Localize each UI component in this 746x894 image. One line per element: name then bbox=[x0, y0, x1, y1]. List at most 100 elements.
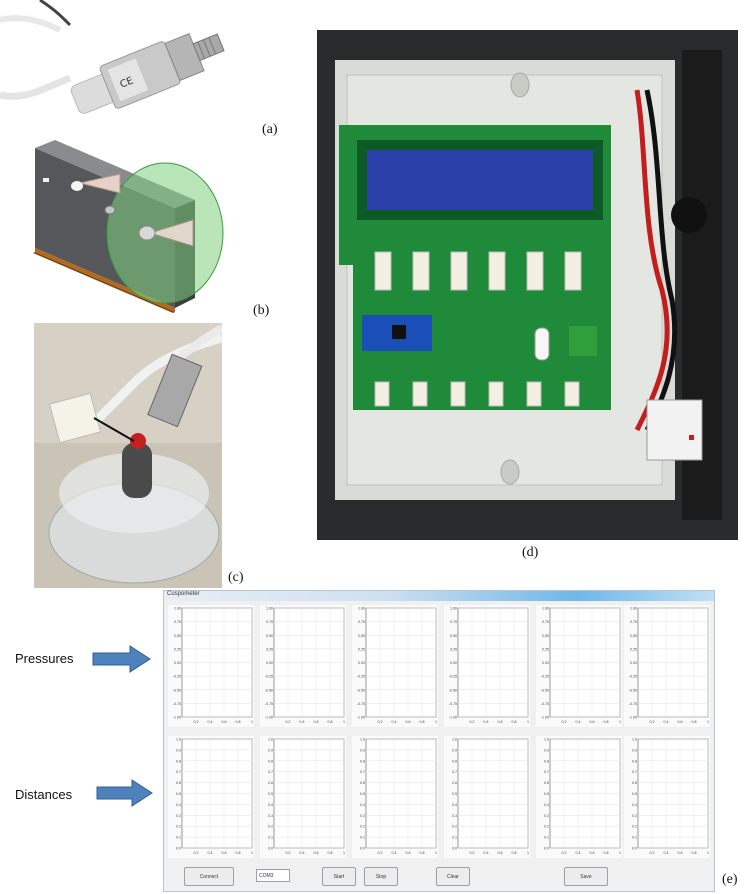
save-button[interactable]: Save bbox=[564, 867, 608, 886]
y-tick-label: -0.75 bbox=[629, 702, 637, 706]
x-tick-label: 0.8 bbox=[512, 720, 517, 724]
y-tick-label: 0.2 bbox=[360, 825, 365, 829]
y-tick-label: 0.8 bbox=[544, 759, 549, 763]
y-tick-label: 0.3 bbox=[360, 814, 365, 818]
y-tick-label: 1.0 bbox=[176, 738, 181, 742]
x-tick-label: 1 bbox=[527, 720, 529, 724]
y-tick-label: 0.8 bbox=[176, 759, 181, 763]
x-tick-label: 0.4 bbox=[484, 720, 489, 724]
y-tick-label: -0.50 bbox=[173, 688, 181, 692]
clear-button[interactable]: Clear bbox=[436, 867, 470, 886]
x-tick-label: 0.8 bbox=[512, 851, 517, 855]
x-tick-label: 0.8 bbox=[328, 720, 333, 724]
y-tick-label: 0.2 bbox=[452, 825, 457, 829]
x-tick-label: 0.8 bbox=[328, 851, 333, 855]
y-tick-label: -1.00 bbox=[173, 716, 181, 720]
x-tick-label: 0.6 bbox=[590, 851, 595, 855]
y-tick-label: -0.75 bbox=[357, 702, 365, 706]
y-tick-label: 1.00 bbox=[358, 607, 365, 611]
x-tick-label: 0.4 bbox=[300, 851, 305, 855]
x-tick-label: 1 bbox=[619, 851, 621, 855]
y-tick-label: 1.0 bbox=[632, 738, 637, 742]
x-tick-label: 0.2 bbox=[286, 720, 291, 724]
y-tick-label: -0.25 bbox=[541, 675, 549, 679]
y-tick-label: 1.00 bbox=[174, 607, 181, 611]
pressure-plot-2: 1.000.750.500.250.00-0.25-0.50-0.75-1.00… bbox=[260, 605, 346, 727]
y-tick-label: 0.5 bbox=[360, 792, 365, 796]
x-tick-label: 0.4 bbox=[664, 851, 669, 855]
x-tick-label: 0.4 bbox=[392, 851, 397, 855]
y-tick-label: 0.9 bbox=[268, 748, 273, 752]
y-tick-label: 0.4 bbox=[176, 803, 181, 807]
x-tick-label: 0.6 bbox=[406, 720, 411, 724]
panel-label-e: (e) bbox=[722, 872, 738, 887]
y-tick-label: -0.75 bbox=[541, 702, 549, 706]
y-tick-label: 0.75 bbox=[266, 620, 273, 624]
y-tick-label: 0.6 bbox=[544, 781, 549, 785]
x-tick-label: 0.8 bbox=[420, 851, 425, 855]
y-tick-label: 0.25 bbox=[450, 647, 457, 651]
port-select[interactable]: COM3 bbox=[256, 869, 290, 882]
y-tick-label: 0.1 bbox=[176, 836, 181, 840]
x-tick-label: 0.2 bbox=[286, 851, 291, 855]
y-tick-label: 0.75 bbox=[174, 620, 181, 624]
x-tick-label: 0.2 bbox=[470, 720, 475, 724]
y-tick-label: 0.3 bbox=[544, 814, 549, 818]
y-tick-label: -0.50 bbox=[357, 688, 365, 692]
y-tick-label: 0.2 bbox=[544, 825, 549, 829]
x-tick-label: 1 bbox=[435, 851, 437, 855]
electronics-enclosure-photo bbox=[317, 30, 738, 540]
y-tick-label: 0.75 bbox=[358, 620, 365, 624]
x-tick-label: 0.2 bbox=[562, 851, 567, 855]
x-tick-label: 0.2 bbox=[378, 720, 383, 724]
y-tick-label: 0.5 bbox=[268, 792, 273, 796]
y-tick-label: 0.2 bbox=[632, 825, 637, 829]
x-tick-label: 0.4 bbox=[484, 851, 489, 855]
suction-cup-photo bbox=[34, 323, 222, 588]
y-tick-label: 0.3 bbox=[452, 814, 457, 818]
y-tick-label: 0.00 bbox=[542, 661, 549, 665]
x-tick-label: 0.2 bbox=[470, 851, 475, 855]
y-tick-label: 0.1 bbox=[452, 836, 457, 840]
y-tick-label: 0.1 bbox=[268, 836, 273, 840]
y-tick-label: 0.1 bbox=[360, 836, 365, 840]
y-tick-label: -0.50 bbox=[265, 688, 273, 692]
connect-button[interactable]: Connect bbox=[184, 867, 234, 886]
y-tick-label: 0.25 bbox=[542, 647, 549, 651]
pressure-sensor-photo: CE bbox=[0, 0, 245, 140]
pressure-plot-4: 1.000.750.500.250.00-0.25-0.50-0.75-1.00… bbox=[444, 605, 530, 727]
y-tick-label: 0.5 bbox=[452, 792, 457, 796]
y-tick-label: 0.4 bbox=[360, 803, 365, 807]
x-tick-label: 1 bbox=[251, 851, 253, 855]
x-tick-label: 0.4 bbox=[664, 720, 669, 724]
x-tick-label: 1 bbox=[343, 720, 345, 724]
x-tick-label: 0.6 bbox=[678, 851, 683, 855]
y-tick-label: 0.50 bbox=[266, 634, 273, 638]
y-tick-label: -0.25 bbox=[449, 675, 457, 679]
x-tick-label: 0.8 bbox=[692, 720, 697, 724]
y-tick-label: 0.6 bbox=[632, 781, 637, 785]
y-tick-label: 0.7 bbox=[176, 770, 181, 774]
y-tick-label: 0.8 bbox=[632, 759, 637, 763]
y-tick-label: 0.50 bbox=[450, 634, 457, 638]
y-tick-label: -1.00 bbox=[629, 716, 637, 720]
stop-button[interactable]: Stop bbox=[364, 867, 398, 886]
y-tick-label: -0.25 bbox=[357, 675, 365, 679]
x-tick-label: 0.6 bbox=[678, 720, 683, 724]
start-button[interactable]: Start bbox=[322, 867, 356, 886]
y-tick-label: -0.75 bbox=[173, 702, 181, 706]
x-tick-label: 0.2 bbox=[650, 851, 655, 855]
x-tick-label: 0.4 bbox=[208, 851, 213, 855]
y-tick-label: 0.0 bbox=[452, 847, 457, 851]
y-tick-label: 0.9 bbox=[544, 748, 549, 752]
cad-sensor-mount-drawing bbox=[25, 138, 240, 313]
y-tick-label: 0.2 bbox=[176, 825, 181, 829]
y-tick-label: 0.7 bbox=[452, 770, 457, 774]
y-tick-label: 0.00 bbox=[358, 661, 365, 665]
y-tick-label: -1.00 bbox=[265, 716, 273, 720]
x-tick-label: 0.6 bbox=[498, 851, 503, 855]
